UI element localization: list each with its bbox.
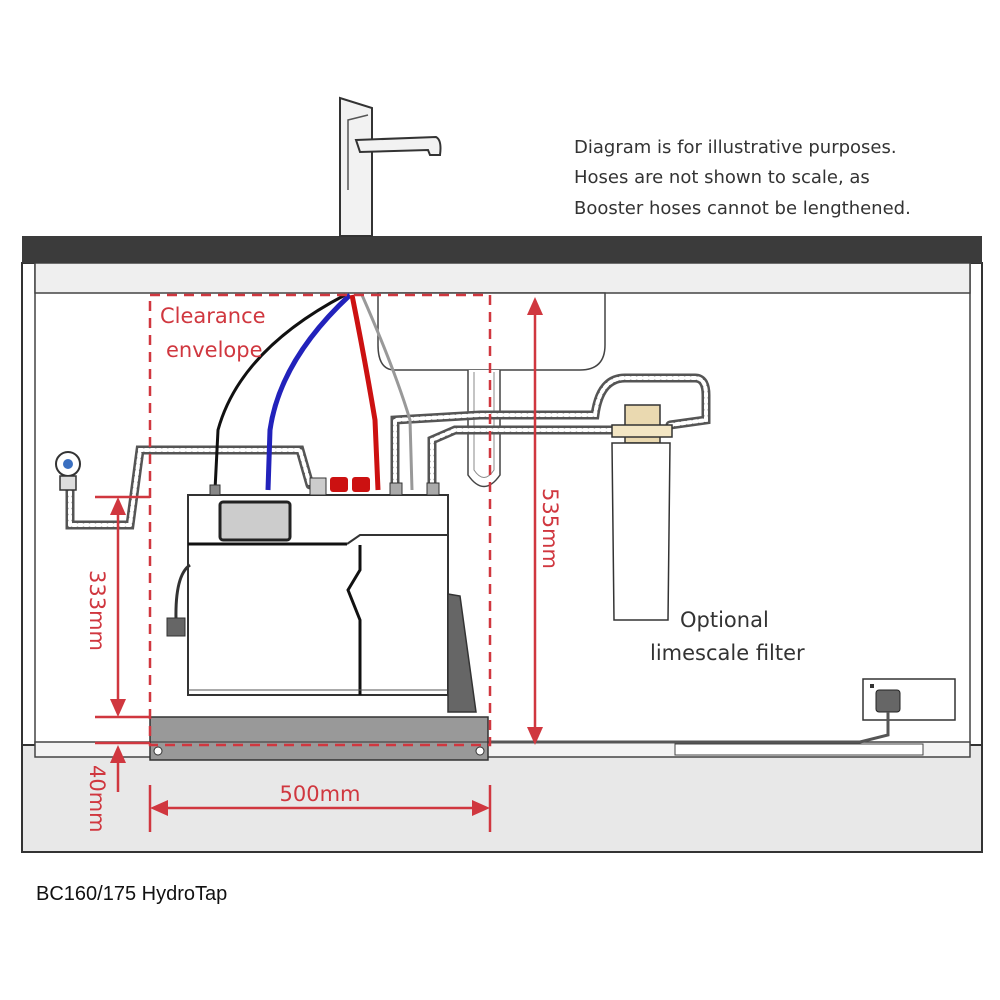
label-535mm: 535mm <box>538 488 562 569</box>
vent-hose <box>360 294 414 491</box>
sink-bowl <box>377 292 606 488</box>
label-333mm-text: 333mm <box>85 570 109 651</box>
filter-label-1: Optional <box>680 608 769 632</box>
black-cable <box>213 293 346 491</box>
braided-hoses <box>65 373 711 530</box>
drip-tray <box>149 716 489 761</box>
cabinet-floor-gap <box>674 743 924 756</box>
power-socket <box>490 678 956 744</box>
clearance-label-1: Clearance <box>160 304 266 328</box>
note-line-1: Diagram is for illustrative purposes. <box>574 137 897 158</box>
diagram-caption: BC160/175 HydroTap <box>36 883 227 905</box>
cold-water-hose <box>265 293 352 491</box>
limescale-filter <box>611 404 673 621</box>
dimension-40mm <box>95 741 150 792</box>
countertop <box>22 236 982 263</box>
clearance-label-2: envelope <box>166 338 263 362</box>
hydrotap-faucet <box>339 96 442 237</box>
dimension-500mm <box>148 785 492 832</box>
note-line-2: Hoses are not shown to scale, as <box>574 167 870 188</box>
clearance-envelope-outline <box>148 293 492 747</box>
hydrotap-unit <box>166 477 477 713</box>
cabinet-top-rail <box>34 262 971 294</box>
hot-water-hose <box>349 294 381 491</box>
label-500mm: 500mm <box>280 782 361 806</box>
isolation-valve <box>55 451 81 491</box>
label-40mm: 40mm <box>85 765 109 833</box>
filter-label-2: limescale filter <box>650 641 805 665</box>
cabinet-plinth <box>21 744 983 853</box>
note-line-3: Booster hoses cannot be lengthened. <box>574 198 911 219</box>
dimension-333mm <box>95 495 150 719</box>
dimension-535mm <box>527 297 543 745</box>
